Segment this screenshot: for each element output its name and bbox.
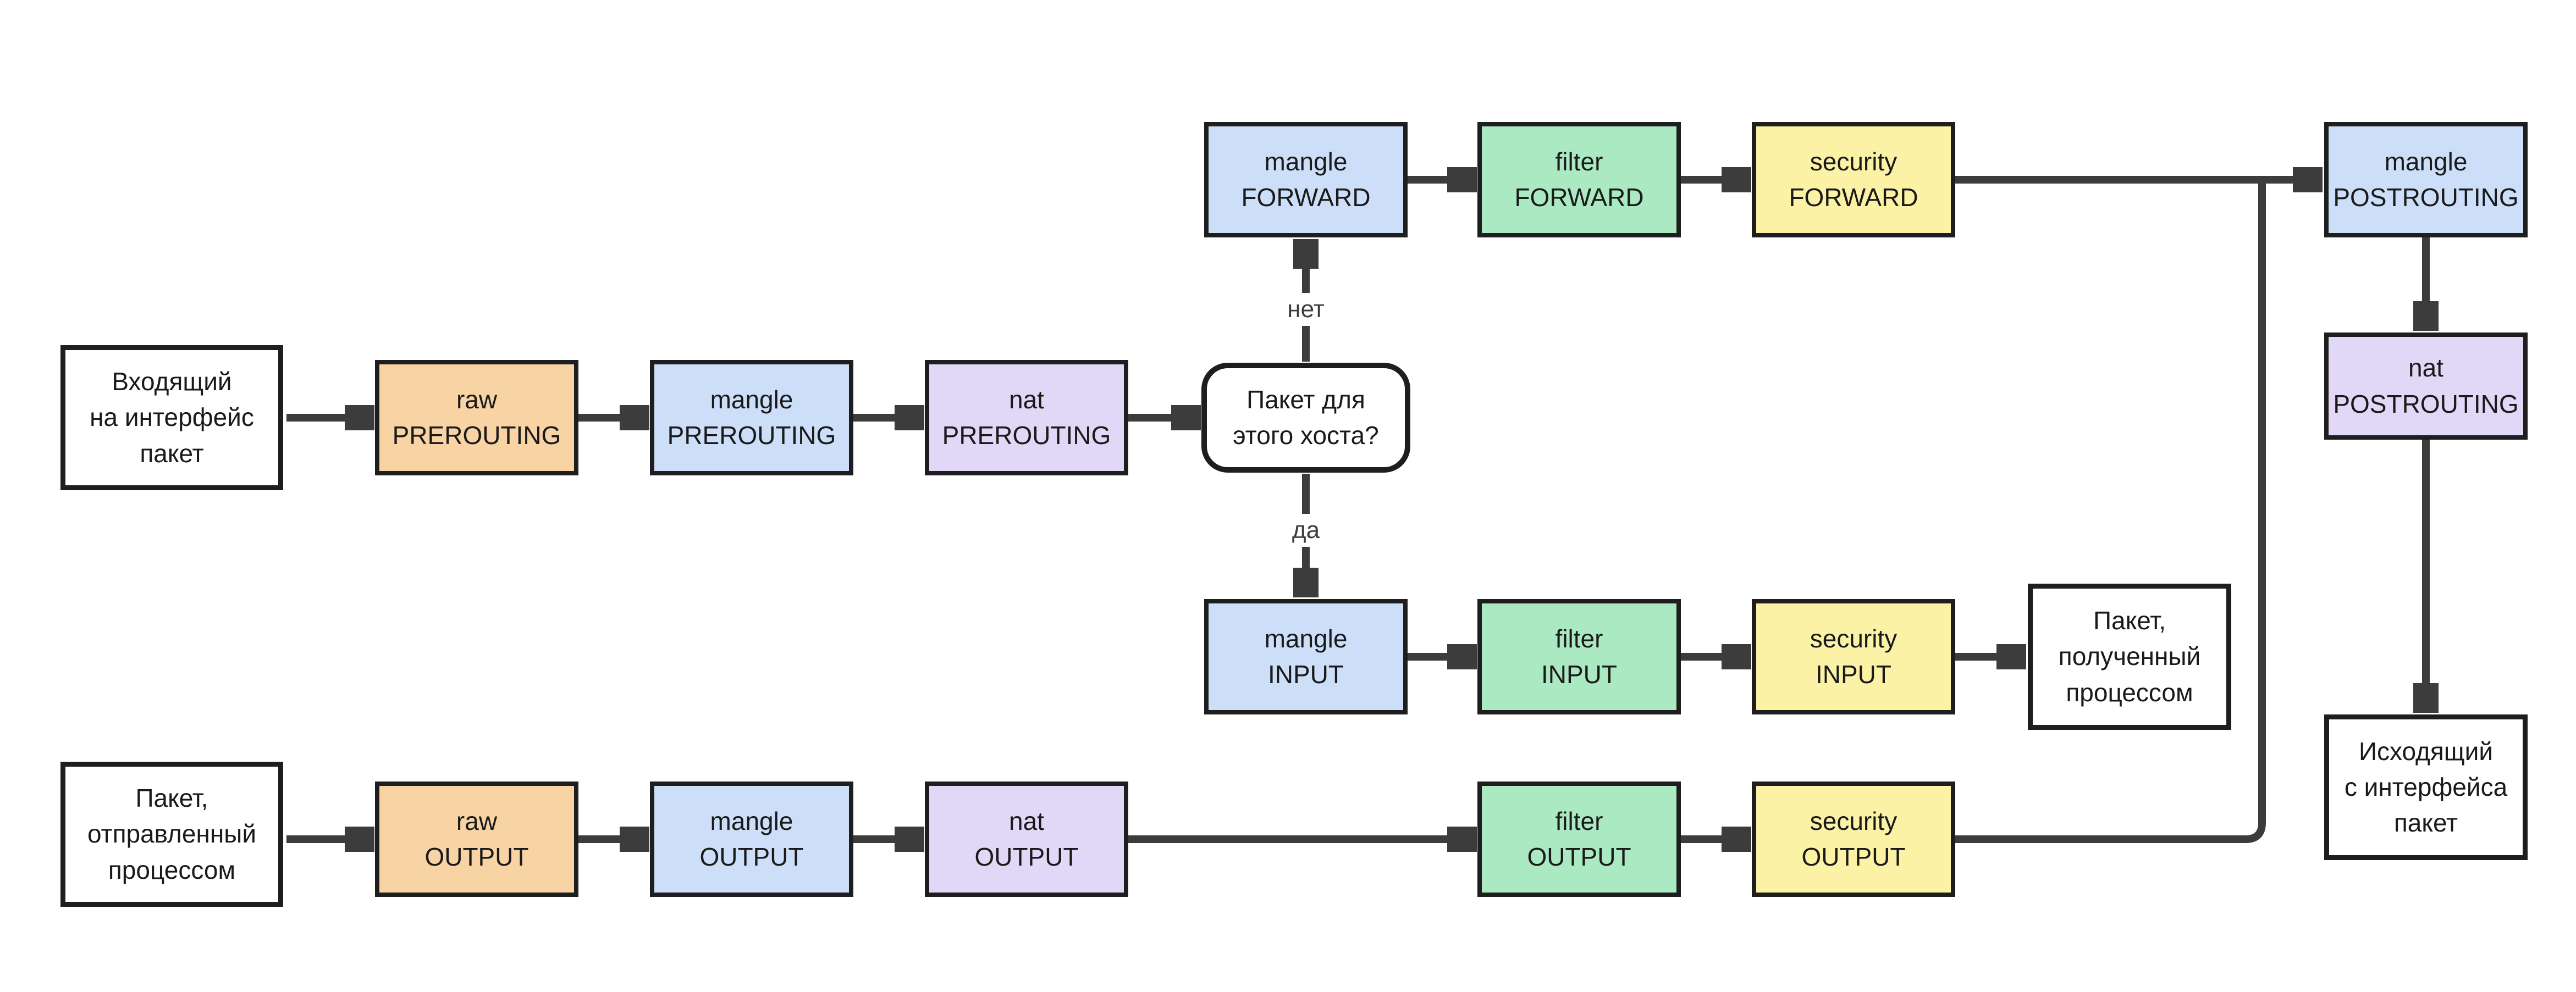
node-routing-decision: Пакет для этого хоста?: [1201, 363, 1410, 473]
node-nat-postrouting: nat POSTROUTING: [2324, 332, 2528, 440]
node-security-forward: security FORWARD: [1752, 122, 1955, 237]
node-nat-output: nat OUTPUT: [925, 782, 1128, 897]
node-incoming-packet: Входящий на интерфейс пакет: [60, 345, 283, 490]
node-filter-output: filter OUTPUT: [1477, 782, 1681, 897]
node-mangle-postrouting: mangle POSTROUTING: [2324, 122, 2528, 237]
node-raw-prerouting: raw PREROUTING: [375, 360, 578, 475]
node-security-output: security OUTPUT: [1752, 782, 1955, 897]
node-filter-forward: filter FORWARD: [1477, 122, 1681, 237]
edge-label-no: нет: [1279, 293, 1332, 326]
edge-label-yes: да: [1284, 514, 1328, 547]
node-mangle-output: mangle OUTPUT: [650, 782, 853, 897]
node-sent-packet: Пакет, отправленный процессом: [60, 762, 283, 907]
node-raw-output: raw OUTPUT: [375, 782, 578, 897]
node-received-packet: Пакет, полученный процессом: [2028, 584, 2231, 730]
edge-output-merge-to-postrouting: [1955, 184, 2266, 843]
node-mangle-input: mangle INPUT: [1204, 599, 1408, 714]
node-security-input: security INPUT: [1752, 599, 1955, 714]
node-nat-prerouting: nat PREROUTING: [925, 360, 1128, 475]
node-mangle-forward: mangle FORWARD: [1204, 122, 1408, 237]
node-outgoing-packet: Исходящий с интерфейса пакет: [2324, 714, 2528, 860]
node-filter-input: filter INPUT: [1477, 599, 1681, 714]
node-mangle-prerouting: mangle PREROUTING: [650, 360, 853, 475]
